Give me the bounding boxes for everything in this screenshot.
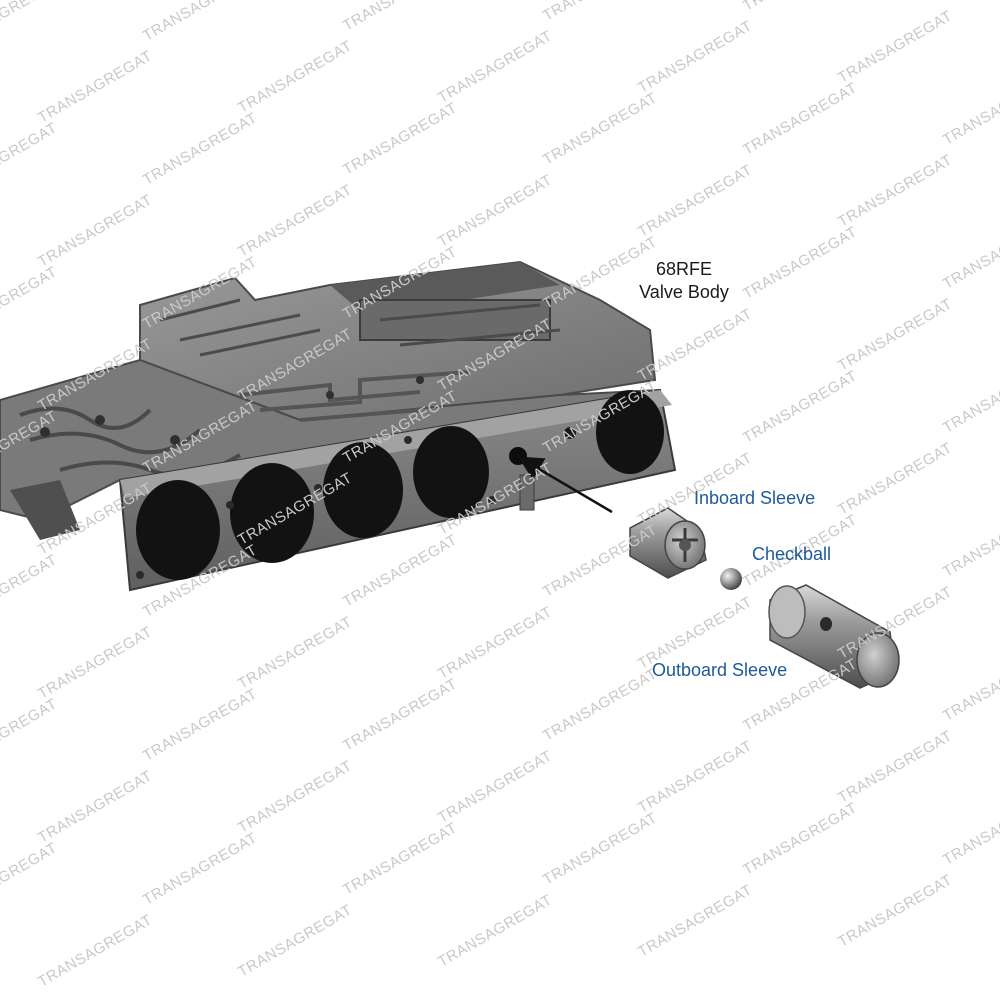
bore-2 [230,463,314,563]
title-line-2: Valve Body [639,282,729,302]
checkball-label: Checkball [752,544,832,564]
valve-body-left-plate [0,358,661,540]
bore-1 [136,480,220,580]
outboard-sleeve-part [768,584,900,689]
valve-body-back-housing [139,260,657,422]
leader-arrow [517,456,613,514]
checkball-port [509,447,527,465]
checkball-part [720,568,742,590]
valve-body-title: 68RFE Valve Body [624,258,744,304]
inboard-sleeve-part [629,507,707,579]
bore-4 [413,426,489,518]
bore-3 [323,442,403,538]
outboard-sleeve-label: Outboard Sleeve [652,660,788,680]
valve-body-front-face [118,388,677,592]
bore-5 [596,390,664,474]
inboard-sleeve-label: Inboard Sleeve [694,488,816,508]
title-line-1: 68RFE [655,259,713,279]
